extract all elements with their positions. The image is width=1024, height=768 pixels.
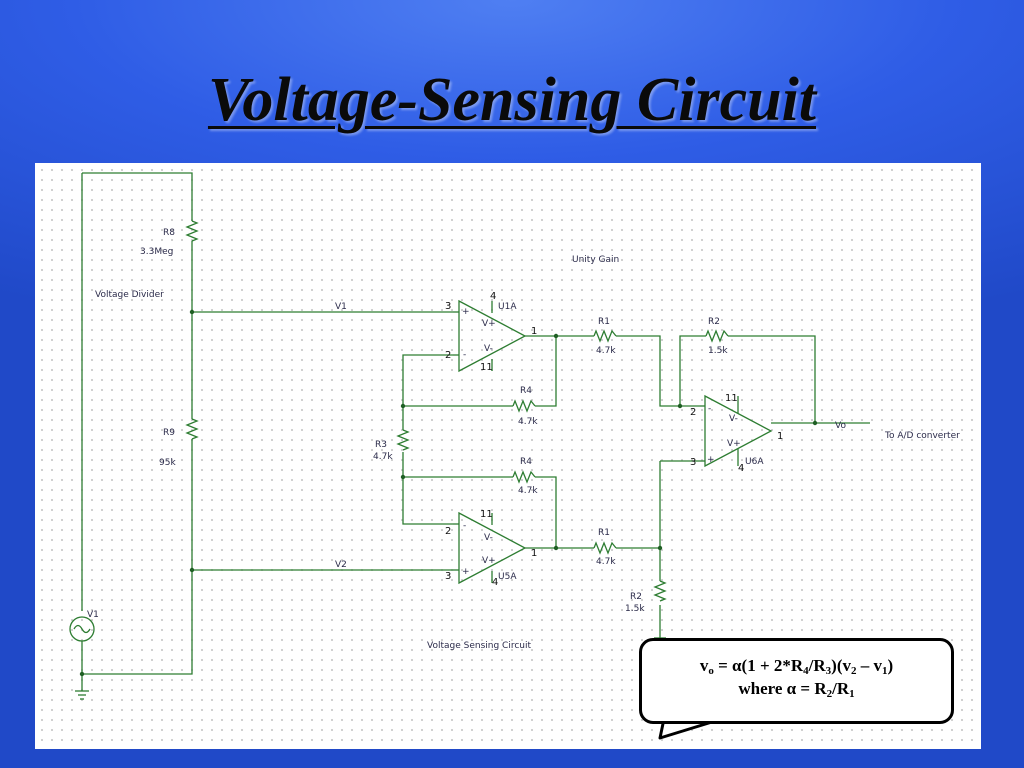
r4-top-value: 4.7k xyxy=(518,417,538,427)
schematic-panel: R8 3.3Meg Voltage Divider R9 95k V1 V1 V… xyxy=(35,163,981,749)
slide-title: Voltage-Sensing Circuit xyxy=(207,66,817,134)
junctions xyxy=(79,309,818,677)
u6a-pin-top: 11 xyxy=(725,393,738,404)
u5a-pin-plus: 3 xyxy=(445,571,451,582)
r1-bottom-value: 4.7k xyxy=(596,557,616,567)
r8-value: 3.3Meg xyxy=(140,247,173,257)
net-v1-label: V1 xyxy=(335,302,347,312)
ac-source-icon xyxy=(69,616,95,642)
r4-bottom-value: 4.7k xyxy=(518,486,538,496)
resistor-r2-top xyxy=(705,329,729,343)
u5a-name: U5A xyxy=(498,572,517,582)
formula-callout: vo = α(1 + 2*R4/R3)(v2 – v1) where α = R… xyxy=(639,638,954,724)
u6a-pin-bottom: 4 xyxy=(738,463,744,474)
unity-gain-label: Unity Gain xyxy=(572,255,619,265)
u5a-vminus: V- xyxy=(484,533,493,543)
r2-top-name: R2 xyxy=(708,317,720,327)
u1a-name: U1A xyxy=(498,302,517,312)
resistor-r9 xyxy=(185,418,199,440)
u1a-minus-sign: - xyxy=(463,350,466,360)
u1a-vplus: V+ xyxy=(482,319,496,329)
r1-top-name: R1 xyxy=(598,317,610,327)
opamp-u6a xyxy=(704,394,773,468)
r8-name: R8 xyxy=(163,228,175,238)
wires xyxy=(81,172,870,691)
r3-value: 4.7k xyxy=(373,452,393,462)
u1a-pin-out: 1 xyxy=(531,326,537,337)
voltage-divider-label: Voltage Divider xyxy=(95,290,164,300)
r2-bottom-name: R2 xyxy=(630,592,642,602)
u1a-vminus: V- xyxy=(484,344,493,354)
u6a-vplus: V+ xyxy=(727,439,741,449)
resistor-r3 xyxy=(396,429,410,451)
resistor-r8 xyxy=(185,220,199,242)
opamp-u5a xyxy=(458,511,527,585)
u6a-pin-minus: 2 xyxy=(690,407,696,418)
u5a-minus-sign: - xyxy=(463,521,466,531)
u1a-plus-sign: + xyxy=(462,307,470,317)
u6a-pin-plus: 3 xyxy=(690,457,696,468)
u5a-pin-out: 1 xyxy=(531,548,537,559)
net-vo-label: Vo xyxy=(835,421,846,431)
u1a-pin-plus: 3 xyxy=(445,301,451,312)
net-v2-label: V2 xyxy=(335,560,347,570)
resistor-r4-top xyxy=(512,399,536,413)
opamp-u1a xyxy=(458,299,527,373)
r4-top-name: R4 xyxy=(520,386,532,396)
u6a-minus-sign: - xyxy=(708,404,711,414)
u5a-pin-top: 11 xyxy=(480,509,493,520)
ground-icon xyxy=(75,637,666,700)
resistor-r1-top xyxy=(593,329,617,343)
u1a-pin-top: 4 xyxy=(490,291,496,302)
r3-name: R3 xyxy=(375,440,387,450)
resistor-r1-bottom xyxy=(593,541,617,555)
resistor-r4-bottom xyxy=(512,470,536,484)
opamps xyxy=(453,299,773,585)
u5a-pin-minus: 2 xyxy=(445,526,451,537)
r2-bottom-value: 1.5k xyxy=(625,604,645,614)
u6a-pin-out: 1 xyxy=(777,431,783,442)
r1-bottom-name: R1 xyxy=(598,528,610,538)
output-label: To A/D converter xyxy=(884,431,960,441)
r9-value: 95k xyxy=(159,458,176,468)
circuit-schematic: R8 3.3Meg Voltage Divider R9 95k V1 V1 V… xyxy=(69,172,960,700)
formula-line-2: where α = R2/R1 xyxy=(738,679,855,700)
r9-name: R9 xyxy=(163,428,175,438)
source-name: V1 xyxy=(87,610,99,620)
r4-bottom-name: R4 xyxy=(520,457,532,467)
circuit-caption: Voltage Sensing Circuit xyxy=(427,641,531,651)
formula-line-1: vo = α(1 + 2*R4/R3)(v2 – v1) xyxy=(699,656,894,677)
u6a-name: U6A xyxy=(745,457,764,467)
u6a-plus-sign: + xyxy=(707,455,715,465)
u1a-pin-bottom: 11 xyxy=(480,362,493,373)
u1a-pin-minus: 2 xyxy=(445,350,451,361)
u5a-vplus: V+ xyxy=(482,556,496,566)
u6a-vminus: V- xyxy=(729,414,738,424)
resistors xyxy=(185,220,729,602)
resistor-r2-bottom xyxy=(653,580,667,602)
r2-top-value: 1.5k xyxy=(708,346,728,356)
u5a-plus-sign: + xyxy=(462,567,470,577)
u5a-pin-bottom: 4 xyxy=(492,577,498,588)
r1-top-value: 4.7k xyxy=(596,346,616,356)
